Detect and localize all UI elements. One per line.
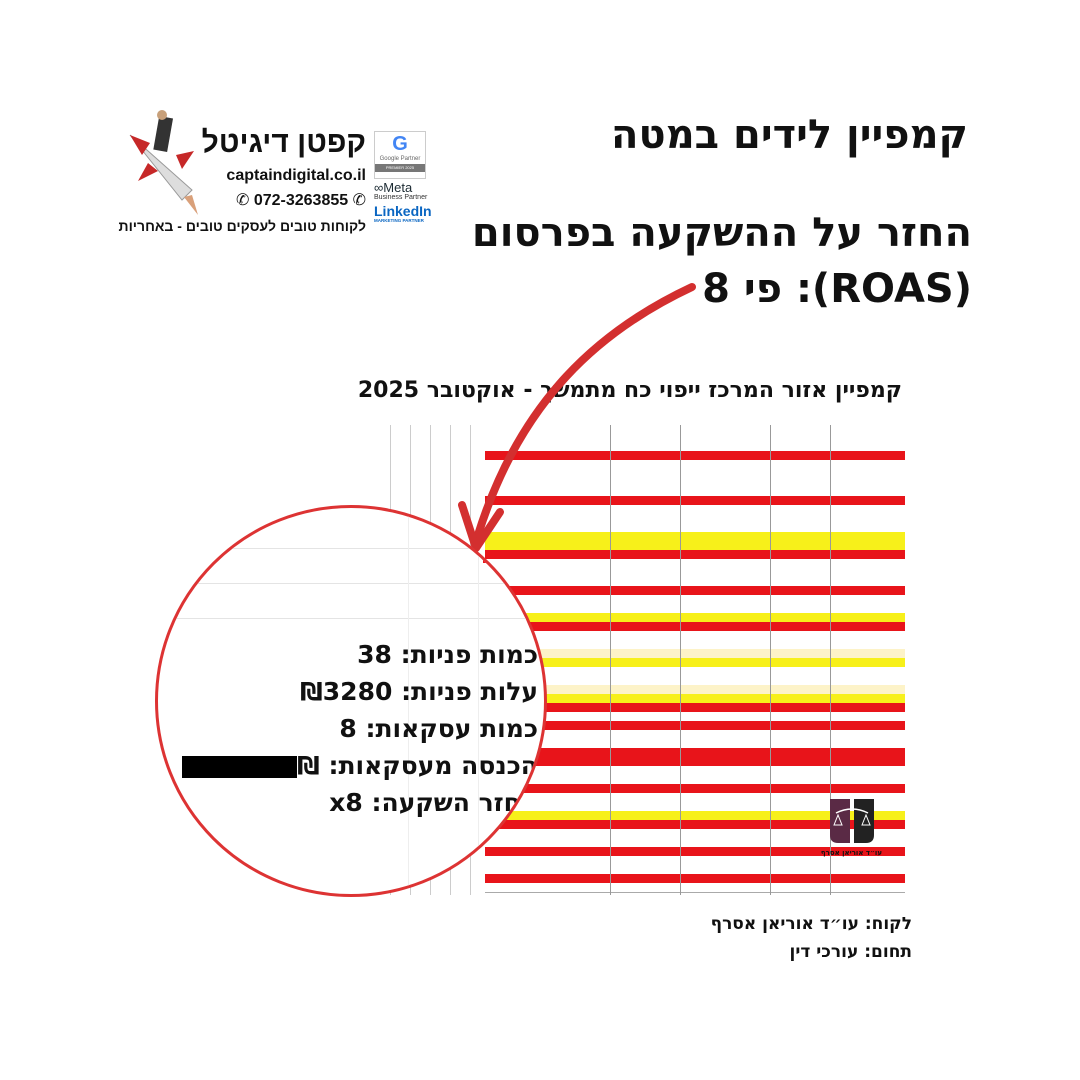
roas-line-1: החזר על ההשקעה בפרסום xyxy=(471,210,972,256)
linkedin-badge-sub: MARKETING PARTNER xyxy=(374,218,424,223)
google-badge-label: Google Partner xyxy=(379,156,421,162)
column-line xyxy=(610,425,611,895)
brand-website[interactable]: captaindigital.co.il xyxy=(226,167,366,184)
client-info: לקוח: עו״ד אוריאן אסרף תחום: עורכי דין xyxy=(711,910,912,966)
phone-icon: ✆ xyxy=(235,192,250,209)
magnified-stats-circle: כמות פניות: 38 עלות פניות: ₪3280 כמות עס… xyxy=(155,505,547,897)
client-name: לקוח: עו״ד אוריאן אסרף xyxy=(710,914,912,934)
google-partner-badge: G Google Partner PREMIER 2025 xyxy=(374,131,426,179)
brand-phone: ✆ 072-3263855 ✆ xyxy=(236,190,366,210)
phone-number: 072-3263855 xyxy=(253,192,349,209)
roas-line-2: (ROAS): פי 8 xyxy=(702,266,972,312)
page-title: קמפיין לידים במטה xyxy=(611,112,968,158)
roas-headline: החזר על ההשקעה בפרסום (ROAS): פי 8 xyxy=(472,205,972,317)
client-logo: עו״ד אוריאן אסרף xyxy=(820,795,882,860)
stat-deals: כמות עסקאות: 8 xyxy=(339,714,538,743)
google-icon: G xyxy=(392,133,408,155)
brand-tagline: לקוחות טובים לעסקים טובים - באחריות xyxy=(118,218,366,234)
linkedin-partner-badge: LinkedIn MARKETING PARTNER xyxy=(374,204,432,224)
stat-revenue: הכנסה מעסקאות: ₪ xyxy=(182,747,538,784)
redacted-value xyxy=(182,756,298,778)
whatsapp-icon: ✆ xyxy=(352,192,366,209)
client-logo-text: עו״ד אוריאן אסרף xyxy=(820,849,882,857)
meta-infinity-icon: ∞ xyxy=(374,180,384,195)
google-badge-sub: PREMIER 2025 xyxy=(375,164,425,172)
stat-revenue-label: הכנסה מעסקאות: ₪ xyxy=(297,751,538,780)
rocket-mascot-icon xyxy=(129,110,198,215)
stat-lead-cost: עלות פניות: ₪3280 xyxy=(300,677,538,706)
meta-label: Meta xyxy=(383,180,413,195)
campaign-stats: כמות פניות: 38 עלות פניות: ₪3280 כמות עס… xyxy=(182,636,538,821)
scales-of-justice-icon xyxy=(830,799,874,843)
linkedin-label: LinkedIn xyxy=(374,203,432,219)
meta-badge-sub: Business Partner xyxy=(374,194,428,201)
stat-roi: החזר השקעה: x8 xyxy=(329,788,538,817)
meta-partner-badge: ∞Meta Business Partner xyxy=(374,181,427,202)
sheet-row xyxy=(485,883,905,893)
column-line xyxy=(830,425,831,895)
brand-name: קפטן דיגיטל xyxy=(201,126,366,159)
column-line xyxy=(770,425,771,895)
column-line xyxy=(680,425,681,895)
sheet-title: קמפיין אזור המרכז ייפוי כח מתמשך - אוקטו… xyxy=(357,378,902,403)
stat-leads: כמות פניות: 38 xyxy=(357,640,538,669)
client-field: תחום: עורכי דין xyxy=(789,942,912,962)
